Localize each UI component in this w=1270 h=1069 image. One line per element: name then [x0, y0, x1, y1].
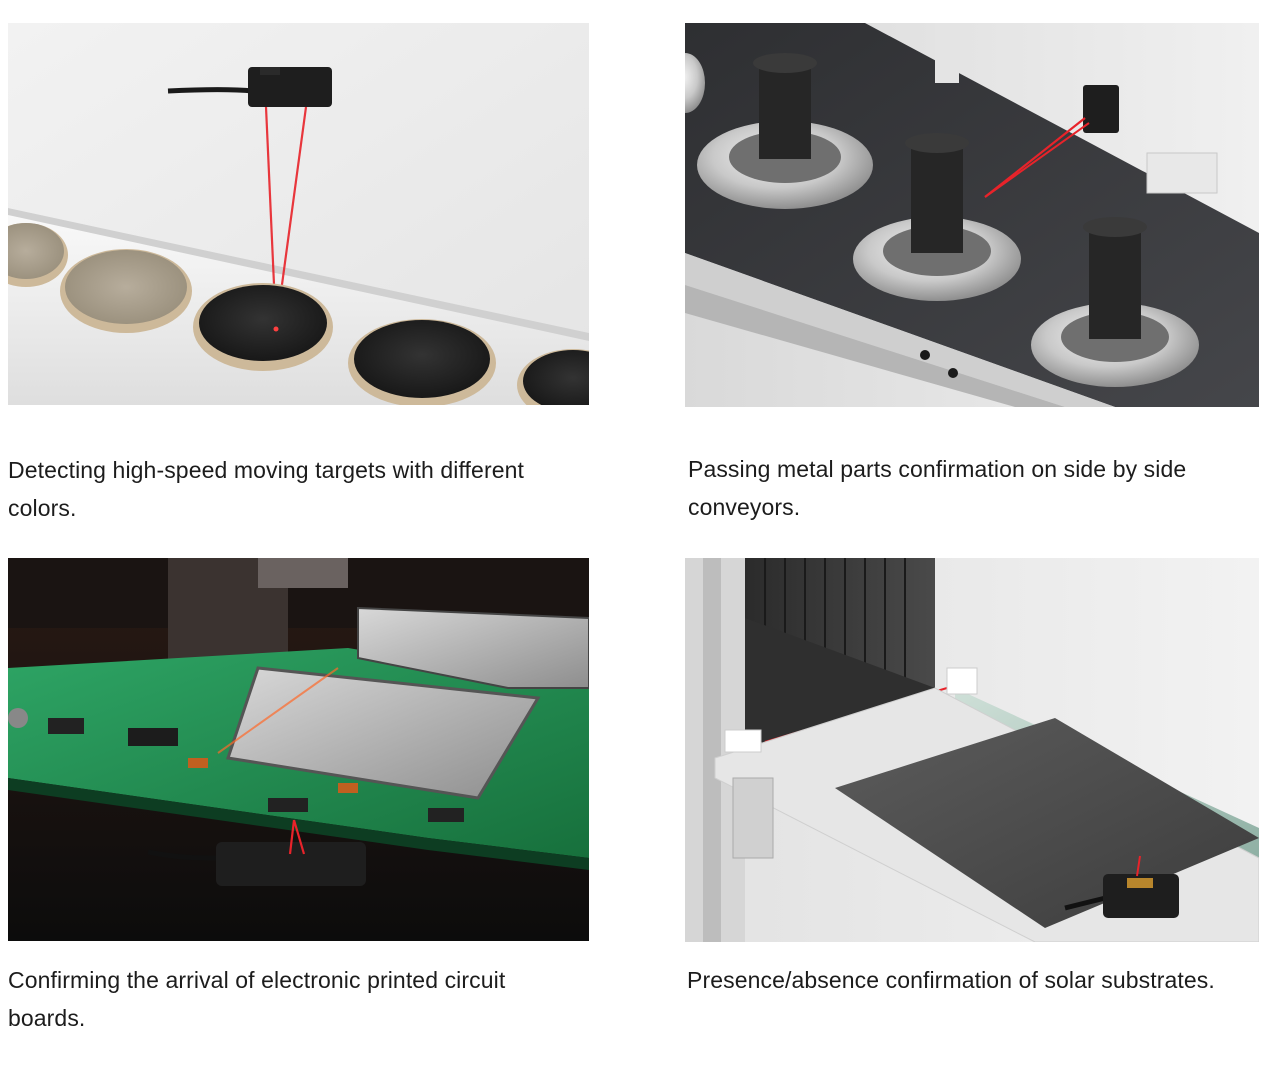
sensor-body	[248, 67, 332, 107]
sensor-body	[1083, 85, 1119, 133]
application-caption: Detecting high-speed moving targets with…	[8, 457, 524, 521]
solar-substrate-image	[685, 558, 1259, 942]
application-caption: Passing metal parts confirmation on side…	[688, 456, 1187, 520]
coaster-detection-image	[8, 23, 589, 405]
application-caption: Confirming the arrival of electronic pri…	[8, 967, 506, 1031]
sensor-body	[1103, 874, 1179, 918]
sensor-body	[216, 842, 366, 886]
metal-parts-conveyor-image	[685, 23, 1259, 407]
application-caption: Presence/absence confirmation of solar s…	[687, 967, 1215, 993]
pcb-arrival-image	[8, 558, 589, 941]
